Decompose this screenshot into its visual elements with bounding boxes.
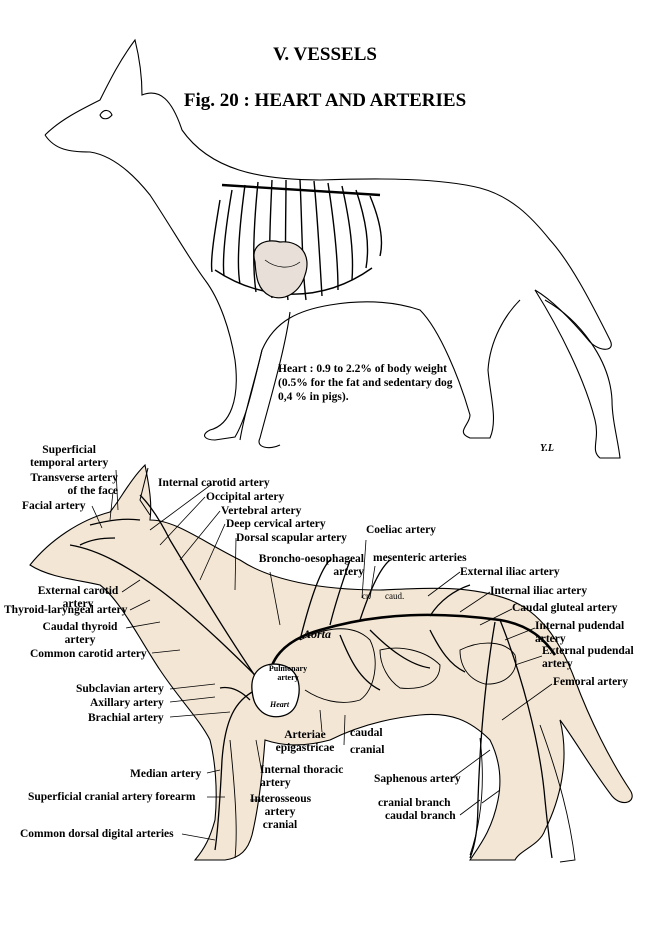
ribcage: [210, 179, 383, 301]
label-coeliac-artery: Coeliac artery: [366, 524, 436, 536]
label-transverse-artery-face: Transverse artery of the face: [30, 472, 118, 497]
label-subclavian-artery: Subclavian artery: [76, 683, 164, 695]
label-internal-iliac-artery: Internal iliac artery: [490, 585, 588, 597]
label-cranial: cranial: [350, 744, 385, 756]
heart-weight-note: Heart : 0.9 to 2.2% of body weight (0.5%…: [278, 362, 453, 404]
label-caudal-thyroid-artery: Caudal thyroid artery: [42, 621, 118, 646]
label-mesenteric-arteries: mesenteric arteries: [373, 552, 467, 564]
label-superficial-temporal-artery: Superficial temporal artery: [30, 444, 109, 469]
label-internal-pudendal-artery: Internal pudendal artery: [535, 620, 625, 645]
label-internal-thoracic-artery: Internal thoracic artery: [260, 764, 344, 789]
label-heart: Heart: [270, 700, 290, 709]
label-occipital-artery: Occipital artery: [206, 491, 285, 503]
heart-shape-lower: [251, 663, 300, 718]
label-caud-top: caud.: [385, 591, 405, 601]
label-caudal-branch: caudal branch: [385, 810, 456, 822]
note-line-3: 0,4 % in pigs).: [278, 391, 349, 403]
label-thyroid-laryngeal-artery: Thyroid-laryngeal artery: [4, 604, 128, 616]
label-deep-cervical-artery: Deep cervical artery: [226, 518, 326, 530]
label-vertebral-artery: Vertebral artery: [221, 505, 302, 517]
label-axillary-artery: Axillary artery: [90, 697, 164, 709]
label-pulmonary-artery: Pulmonary artery: [268, 664, 308, 682]
label-interosseous-artery-cranial: Interosseous artery cranial: [250, 793, 312, 831]
note-line-1: Heart : 0.9 to 2.2% of body weight: [278, 363, 447, 375]
label-cr: cr.: [362, 591, 371, 601]
label-femoral-artery: Femoral artery: [553, 676, 629, 688]
organ-outlines: [299, 628, 517, 703]
label-internal-carotid-artery: Internal carotid artery: [158, 477, 270, 489]
label-facial-artery: Facial artery: [22, 500, 86, 512]
label-saphenous-artery: Saphenous artery: [374, 773, 461, 785]
figure-title: Fig. 20 : HEART AND ARTERIES: [183, 90, 467, 111]
label-median-artery: Median artery: [130, 768, 202, 780]
label-dorsal-scapular-artery: Dorsal scapular artery: [236, 532, 347, 544]
label-common-dorsal-digital-arteries: Common dorsal digital arteries: [20, 828, 174, 840]
artery-network: [69, 494, 557, 859]
signature: Y.L: [540, 443, 554, 454]
label-common-carotid-artery: Common carotid artery: [30, 648, 147, 660]
label-arteriae-epigastricae: Arteriae epigastricae: [275, 729, 335, 754]
label-external-pudendal-artery: External pudendal artery: [542, 645, 634, 670]
label-cranial-branch: cranial branch: [378, 797, 451, 809]
label-brachial-artery: Brachial artery: [88, 712, 164, 724]
label-external-carotid-artery: External carotid artery: [37, 585, 119, 610]
label-caudal: caudal: [350, 727, 383, 739]
label-broncho-oesophageal-artery: Broncho-oesophageal artery: [258, 553, 364, 578]
dog-outline-upper: [44, 38, 621, 459]
label-aorta: Aorta: [303, 627, 332, 641]
label-caudal-gluteal-artery: Caudal gluteal artery: [512, 602, 618, 614]
leader-lines: [91, 469, 553, 841]
section-title: V. VESSELS: [273, 44, 377, 65]
note-line-2: (0.5% for the fat and sedentary dog: [278, 377, 453, 389]
dog-silhouette-lower: [29, 463, 633, 863]
label-superficial-cranial-artery-forearm: Superficial cranial artery forearm: [28, 791, 196, 803]
label-external-iliac-artery: External iliac artery: [460, 566, 560, 578]
heart-shape-upper: [253, 240, 308, 299]
